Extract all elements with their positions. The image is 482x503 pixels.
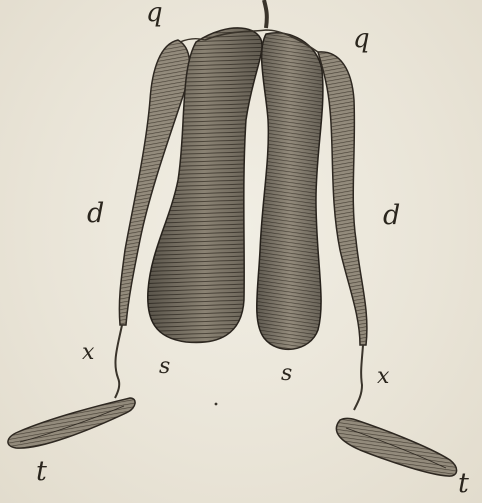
label-d-right: d xyxy=(383,202,400,229)
label-q-right: q xyxy=(353,26,370,52)
right-duct xyxy=(318,52,367,345)
label-s-right: s xyxy=(281,363,292,385)
right-thread xyxy=(354,345,363,410)
top-stalk xyxy=(264,0,267,28)
label-q-left: q xyxy=(146,0,163,26)
left-terminal xyxy=(8,398,135,448)
label-x-left: x xyxy=(82,342,94,364)
left-thread xyxy=(115,325,122,398)
label-d-left: d xyxy=(87,200,104,227)
label-s-left: s xyxy=(159,356,170,378)
right-terminal xyxy=(336,419,456,477)
label-t-right: t xyxy=(458,470,469,497)
label-x-right: x xyxy=(377,366,389,388)
label-t-left: t xyxy=(36,458,47,485)
